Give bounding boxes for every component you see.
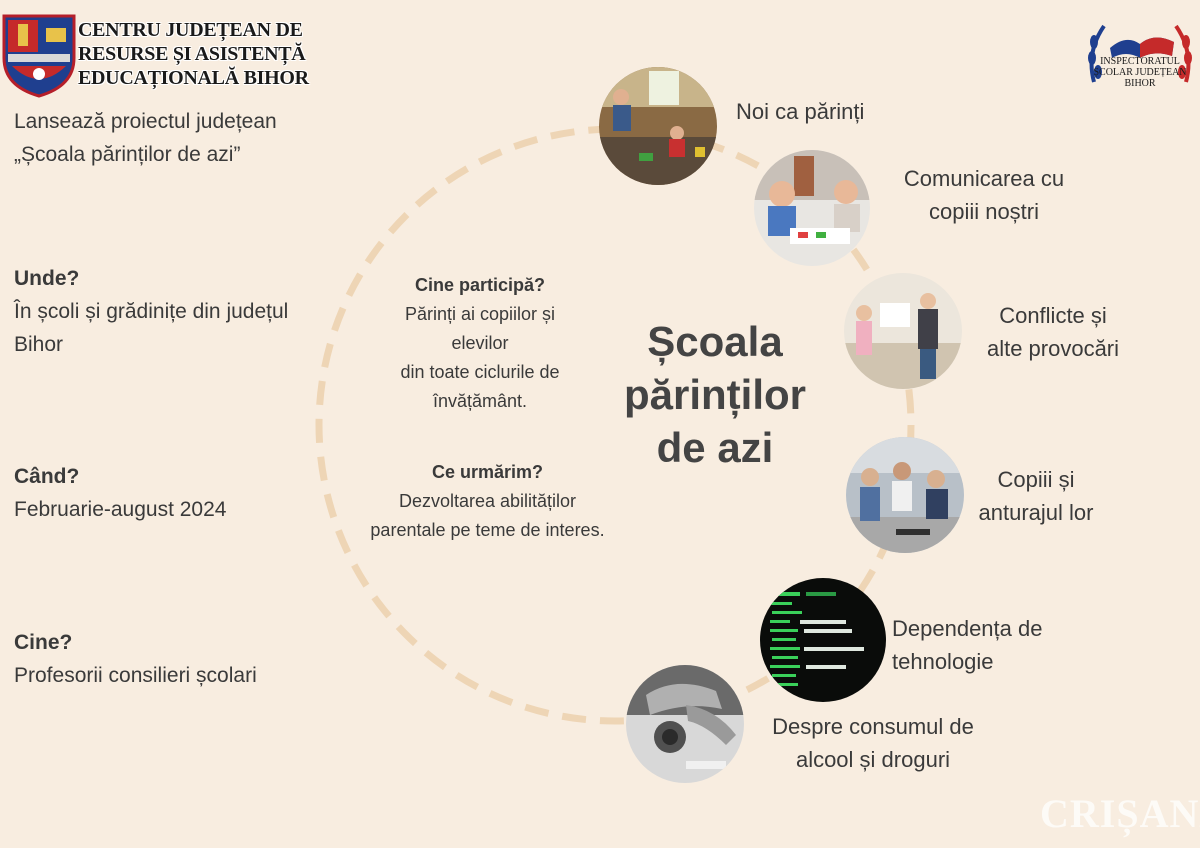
goal-block: Ce urmărim? Dezvoltarea abilităților par… <box>330 458 645 545</box>
where-line-1: În școli și grădinițe din județul <box>14 300 289 323</box>
topic-5-line-1: Dependența de <box>892 616 1043 641</box>
goal-line-2: parentale pe teme de interes. <box>370 520 605 540</box>
participants-line-2: elevilor <box>451 333 509 353</box>
topic-2-line-2: copiii noștri <box>928 199 1040 224</box>
isj-bihor-logo: INSPECTORATUL ȘCOLAR JUDEȚEAN BIHOR <box>1084 12 1196 96</box>
intro-line-1: Lansează proiectul județean <box>14 110 277 133</box>
terminal-screen-photo-icon <box>760 578 886 702</box>
topic-6-line-1: Despre consumul de <box>772 714 974 739</box>
who-heading: Cine? <box>14 631 73 654</box>
when-line-1: Februarie-august 2024 <box>14 498 227 521</box>
topic-5-line-2: tehnologie <box>892 649 994 674</box>
drugs-hands-photo-icon <box>626 665 744 783</box>
participants-line-3: din toate ciclurile de <box>400 362 560 382</box>
main-title-line-3: de azi <box>656 424 774 471</box>
topic-label-4: Copiii și anturajul lor <box>956 463 1116 529</box>
bihor-crest-icon <box>2 14 76 98</box>
org-name-line-3: EDUCAȚIONALĂ BIHOR <box>78 67 309 89</box>
main-title-line-2: părinților <box>623 371 806 418</box>
org-name-line-1: CENTRU JUDEȚEAN DE <box>78 19 303 41</box>
children-playing-photo-icon <box>754 150 870 266</box>
participants-line-4: învățământ. <box>432 391 528 411</box>
main-title: Școala părinților de azi <box>585 315 845 474</box>
main-title-line-1: Școala <box>647 318 783 365</box>
topic-label-6: Despre consumul de alcool și droguri <box>748 710 998 776</box>
crisana-watermark: CRIȘANA <box>1040 791 1200 836</box>
goal-heading: Ce urmărim? <box>431 462 544 482</box>
isj-line-2: ȘCOLAR JUDEȚEAN <box>1093 67 1187 78</box>
goal-line-1: Dezvoltarea abilităților <box>398 491 577 511</box>
when-heading: Când? <box>14 465 80 488</box>
family-living-room-photo-icon <box>599 67 717 185</box>
topic-6-line-2: alcool și droguri <box>795 747 951 772</box>
topic-4-line-2: anturajul lor <box>978 500 1094 525</box>
topic-1-line-1: Noi ca părinți <box>736 99 865 124</box>
org-name-line-2: RESURSE ȘI ASISTENȚĂ <box>78 43 306 65</box>
where-line-2: Bihor <box>14 333 64 356</box>
intro-line-2: „Școala părinților de azi” <box>14 143 241 166</box>
parent-child-conflict-photo-icon <box>844 273 962 389</box>
topic-label-2: Comunicarea cu copiii noștri <box>884 162 1084 228</box>
participants-heading: Cine participă? <box>414 275 546 295</box>
topic-label-3: Conflicte și alte provocări <box>958 299 1148 365</box>
topic-label-5: Dependența de tehnologie <box>892 612 1042 678</box>
participants-block: Cine participă? Părinți ai copiilor și e… <box>360 271 600 416</box>
isj-line-3: BIHOR <box>1124 78 1156 89</box>
topic-3-line-1: Conflicte și <box>999 303 1107 328</box>
participants-line-1: Părinți ai copiilor și <box>404 304 556 324</box>
isj-line-1: INSPECTORATUL <box>1100 56 1180 67</box>
topic-2-line-1: Comunicarea cu <box>903 166 1065 191</box>
topic-label-1: Noi ca părinți <box>736 95 864 128</box>
topic-4-line-1: Copiii și <box>997 467 1075 492</box>
where-heading: Unde? <box>14 267 80 290</box>
who-line-1: Profesorii consilieri școlari <box>14 664 257 687</box>
book-wreath-icon <box>1088 24 1192 83</box>
topic-3-line-2: alte provocări <box>986 336 1120 361</box>
teen-friends-photo-icon <box>846 437 964 553</box>
